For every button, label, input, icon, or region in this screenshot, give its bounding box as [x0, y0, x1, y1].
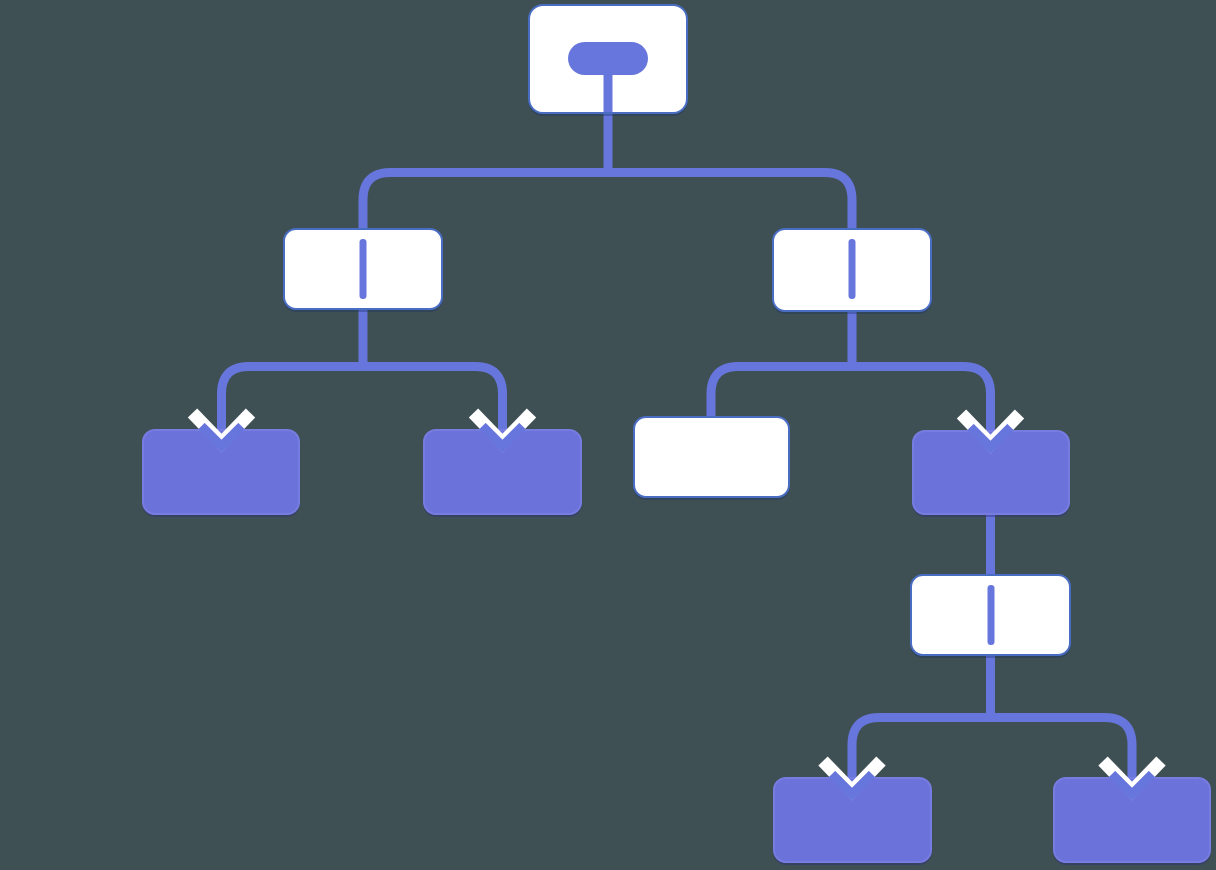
leaf-node-3[interactable] — [912, 430, 1070, 515]
branch-node-right[interactable] — [772, 228, 932, 312]
cursor-bar — [848, 239, 856, 299]
cursor-bar — [987, 585, 994, 645]
branch-node-lower[interactable] — [910, 574, 1071, 656]
cursor-bar — [359, 239, 367, 299]
edge-branch-lower-rail — [847, 713, 1137, 785]
plain-child-node[interactable] — [633, 416, 790, 498]
leaf-node-1[interactable] — [142, 429, 300, 515]
edge-branch-left-rail — [217, 362, 507, 437]
leaf-node-5[interactable] — [1053, 777, 1211, 863]
pill-placeholder — [568, 42, 648, 75]
edge-root-to-branches-rail — [358, 168, 857, 229]
pill-stem — [603, 72, 613, 112]
root-node[interactable] — [528, 4, 688, 114]
branch-node-left[interactable] — [283, 228, 443, 310]
leaf-node-2[interactable] — [423, 429, 582, 515]
leaf-node-4[interactable] — [773, 777, 932, 863]
edge-branch-right-rail — [706, 362, 995, 438]
